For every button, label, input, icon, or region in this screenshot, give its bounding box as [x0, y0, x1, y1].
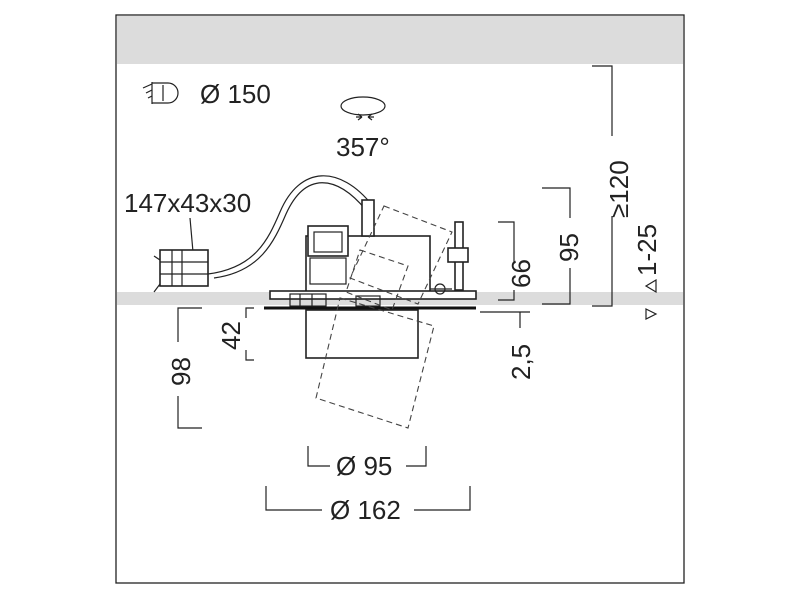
driver-leader	[189, 217, 194, 253]
cutout-icon	[142, 82, 179, 104]
dimension-1-25: 1-25	[632, 224, 662, 320]
dimension-42-label: 42	[216, 321, 246, 350]
driver-size-label: 147x43x30	[124, 188, 251, 218]
dimension-2-5-label: 2,5	[506, 344, 536, 380]
dimension-95-label: 95	[554, 233, 584, 262]
dimension-42: 42	[216, 307, 254, 361]
triangle-arrow-icon	[645, 308, 658, 320]
dimension-diameter-95-label: Ø 95	[336, 451, 392, 481]
tilted-position-outline	[315, 205, 453, 429]
cutout-diameter-label: Ø 150	[200, 79, 271, 109]
dimension-98-label: 98	[166, 357, 196, 386]
dimension-diameter-162: Ø 162	[265, 486, 471, 525]
rotation-angle-label: 357°	[336, 132, 390, 162]
ceiling-void-band	[117, 16, 683, 64]
dimension-120-label: ≥120	[604, 160, 634, 218]
dimension-diameter-162-label: Ø 162	[330, 495, 401, 525]
dimension-66-label: 66	[506, 259, 536, 288]
dimension-120: ≥120	[592, 65, 634, 307]
triangle-arrow-icon	[644, 278, 657, 294]
driver-box	[153, 249, 209, 293]
dimension-98: 98	[166, 307, 202, 429]
rotation-icon	[340, 96, 386, 121]
mounting-clip	[430, 221, 469, 295]
dimension-1-25-label: 1-25	[632, 224, 662, 276]
luminaire-housing	[264, 199, 477, 359]
connection-cable	[207, 175, 373, 275]
dimension-diameter-95: Ø 95	[307, 446, 427, 481]
dimension-2-5: 2,5	[480, 311, 536, 380]
dimension-66: 66	[498, 221, 536, 301]
dimension-95: 95	[542, 187, 584, 305]
